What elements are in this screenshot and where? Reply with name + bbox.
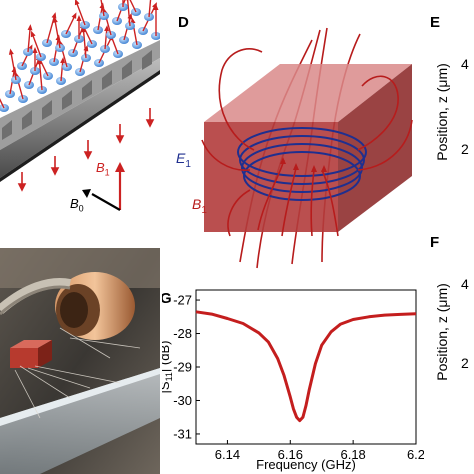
spin-arrow bbox=[46, 13, 56, 44]
spin-arrow bbox=[75, 0, 86, 26]
spin-sphere bbox=[0, 104, 9, 112]
plot-frame bbox=[195, 289, 417, 445]
spin-arrow bbox=[126, 0, 131, 27]
block-side bbox=[338, 64, 412, 232]
y-tick-label: -31 bbox=[173, 426, 192, 441]
e1-field-loops bbox=[237, 127, 367, 201]
b1-arrow-icon bbox=[115, 162, 125, 172]
spin-arrow bbox=[53, 18, 61, 49]
spin-arrowhead-icon bbox=[152, 2, 157, 9]
sample-photo bbox=[0, 248, 160, 474]
panel-e-label: E bbox=[430, 14, 441, 31]
spin-arrowhead-icon bbox=[8, 48, 14, 55]
spin-chain-illustration bbox=[0, 0, 160, 222]
spin-arrowhead-icon bbox=[104, 25, 110, 32]
field-arrowheads bbox=[280, 157, 327, 172]
y-tick-label: -29 bbox=[173, 360, 192, 375]
spin-arrowhead-icon bbox=[27, 24, 33, 31]
spin-ensemble bbox=[0, 0, 160, 112]
x-tick-label: 6.14 bbox=[215, 447, 240, 462]
x-tick-label: 6.18 bbox=[340, 447, 365, 462]
panel-e-ylabel: Position, z (μm) bbox=[434, 63, 450, 161]
spin-arrowhead-icon bbox=[74, 0, 80, 6]
b1-label: B1 bbox=[96, 160, 110, 178]
spin-arrowhead-icon bbox=[71, 12, 77, 19]
x-axis-label: Frequency (GHz) bbox=[256, 457, 356, 472]
lower-field-arrows bbox=[17, 108, 155, 192]
b0-arrow-icon bbox=[82, 189, 91, 198]
spin-arrow bbox=[38, 60, 43, 91]
block-front bbox=[204, 122, 338, 232]
spin-arrowhead-icon bbox=[60, 57, 66, 64]
spin-arrow bbox=[9, 50, 17, 81]
panel-g-chart: G 6.14 6.16 6.18 6.2 -27 -28 -29 -30 -31 Freque… bbox=[162, 276, 424, 474]
panel-f-tick-4: 4 bbox=[461, 276, 469, 292]
e1-label: E1 bbox=[176, 150, 191, 170]
panel-sample-photo bbox=[0, 248, 160, 474]
y-tick-label: -28 bbox=[173, 326, 192, 341]
panel-f: F Position, z (μm) 4 2 bbox=[424, 230, 474, 474]
panel-e-tick-4: 4 bbox=[461, 56, 469, 72]
x-tick-label: 6.2 bbox=[407, 447, 424, 462]
panel-d-resonator: D bbox=[162, 0, 424, 276]
spin-arrow bbox=[27, 26, 32, 53]
panel-f-label: F bbox=[430, 234, 440, 251]
spin-arrow bbox=[31, 32, 42, 58]
panel-e-tick-2: 2 bbox=[461, 141, 469, 157]
spin-arrowhead-icon bbox=[32, 47, 38, 53]
panel-f-ylabel: Position, z (μm) bbox=[434, 283, 450, 381]
b1-field-lines-front bbox=[201, 48, 413, 237]
x-tick-label: 6.16 bbox=[278, 447, 303, 462]
y-axis-label: |S11| (dB) bbox=[162, 341, 174, 394]
y-tick-label: -27 bbox=[173, 293, 192, 308]
panel-f-tick-2: 2 bbox=[461, 355, 469, 371]
field-axes bbox=[82, 162, 125, 211]
spin-arrow bbox=[129, 0, 137, 13]
spin-arrow bbox=[0, 98, 5, 109]
panel-c-spin-chain: B1 B0 bbox=[0, 0, 160, 222]
panel-d-label: D bbox=[178, 14, 189, 31]
panel-g-label: G bbox=[162, 290, 172, 307]
spin-arrow bbox=[82, 28, 87, 59]
s11-chart: 6.14 6.16 6.18 6.2 -27 -28 -29 -30 -31 Frequenc… bbox=[162, 289, 424, 472]
resonator-illustration bbox=[201, 27, 413, 269]
spin-arrowhead-icon bbox=[51, 12, 57, 19]
spin-arrow bbox=[148, 0, 152, 18]
y-tick-label: -30 bbox=[173, 393, 192, 408]
panel-e: E Position, z (μm) 4 2 bbox=[424, 0, 474, 230]
spin-arrow bbox=[100, 0, 105, 17]
b0-label: B0 bbox=[70, 196, 84, 214]
spin-arrowhead-icon bbox=[30, 30, 36, 38]
spin-arrowhead-icon bbox=[76, 15, 82, 21]
series-line bbox=[195, 310, 417, 423]
block-top bbox=[204, 64, 412, 122]
b1-field-label: B1 bbox=[192, 196, 207, 216]
chip-teeth bbox=[2, 50, 152, 140]
